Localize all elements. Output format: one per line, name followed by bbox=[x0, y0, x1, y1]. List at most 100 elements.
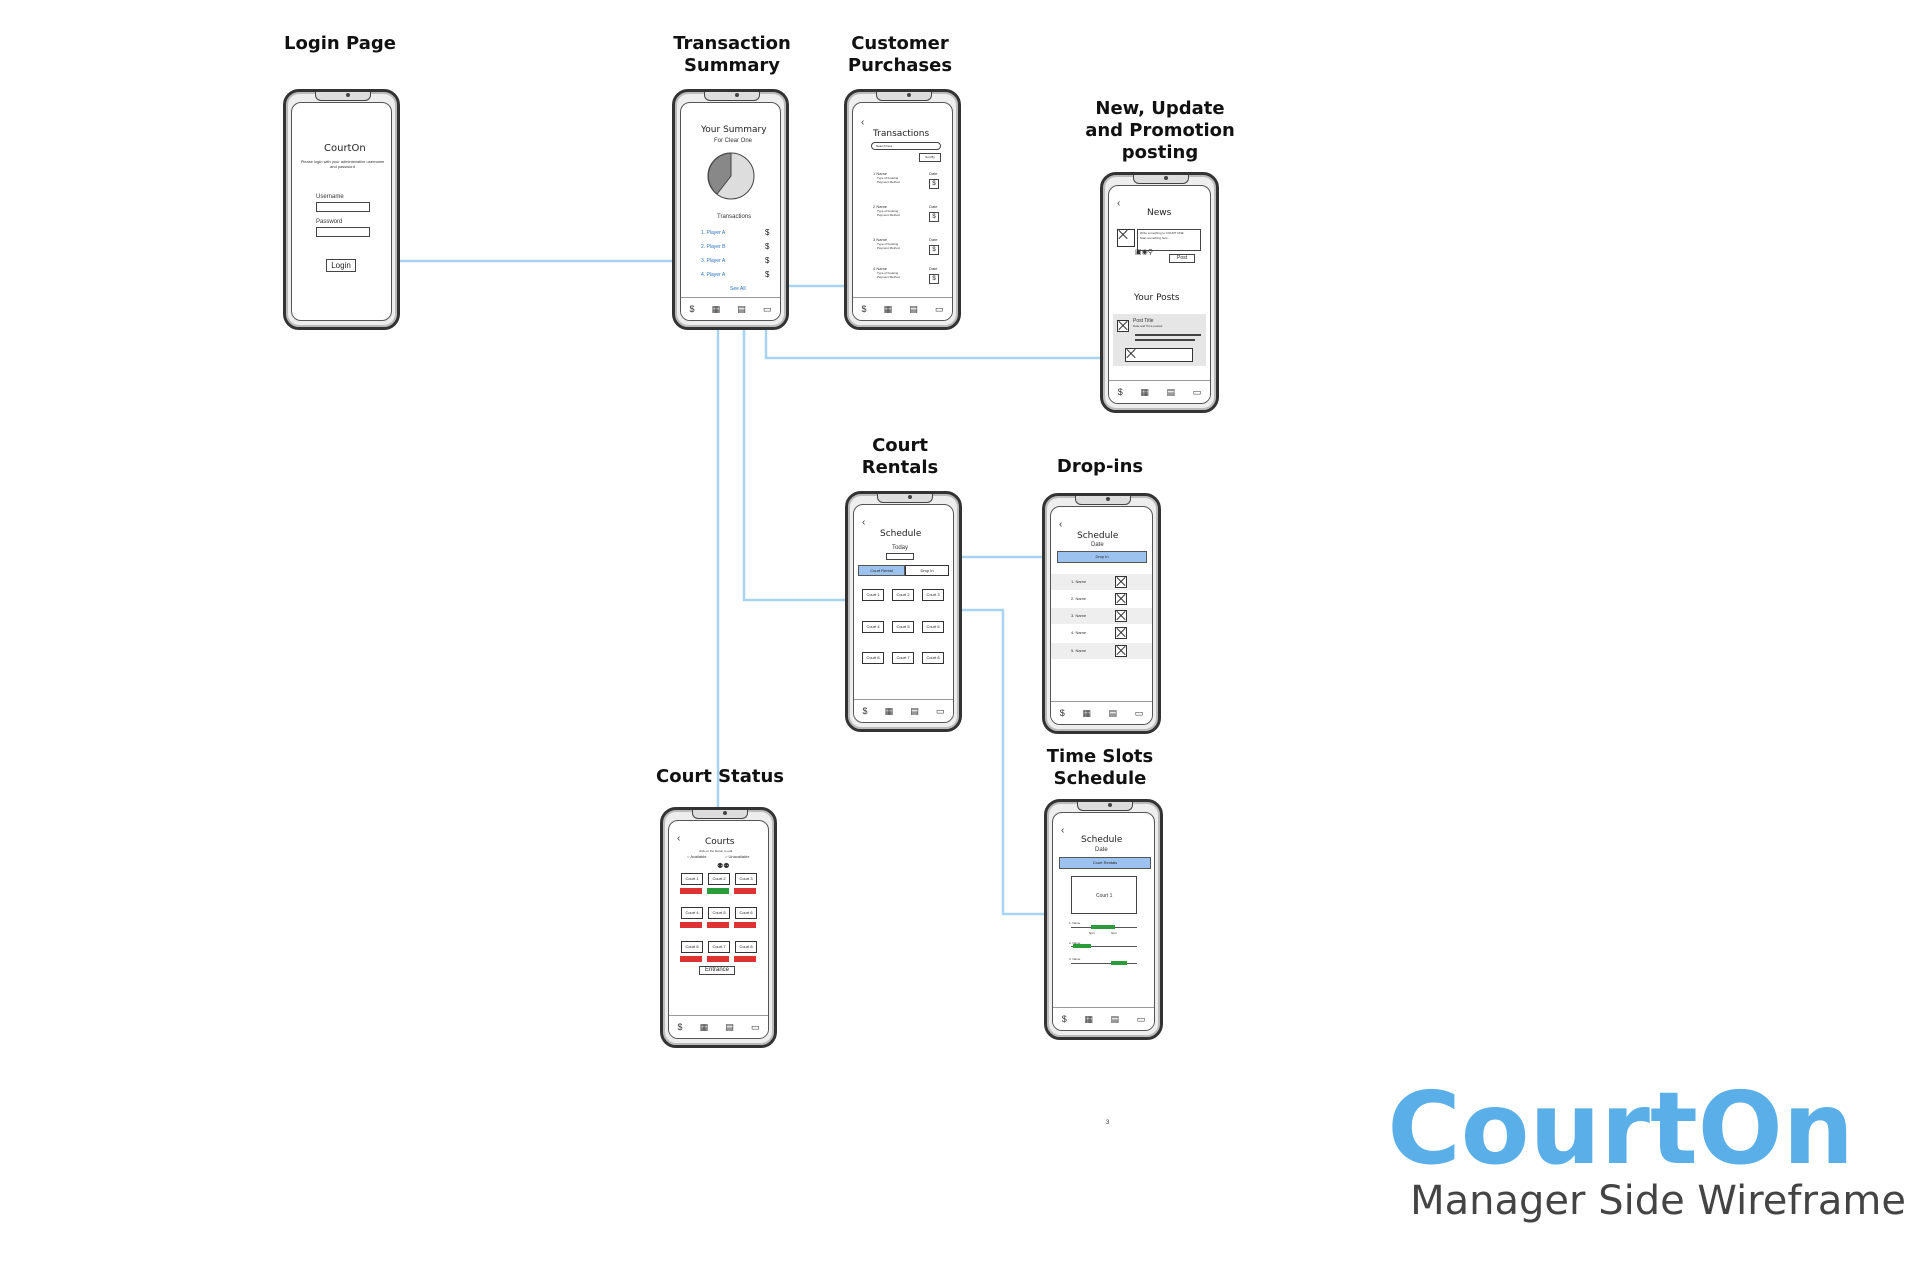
schedule-nav-icon[interactable]: ▤ bbox=[1110, 1013, 1120, 1024]
sort-by-button[interactable]: Sort By bbox=[919, 153, 941, 162]
title-login: Login Page bbox=[284, 33, 396, 54]
remove-icon[interactable] bbox=[1115, 593, 1127, 605]
court-button[interactable]: Court 6 bbox=[735, 907, 757, 919]
news-nav-icon[interactable]: ▭ bbox=[750, 1021, 760, 1032]
courts-nav-icon[interactable]: ▦ bbox=[1140, 386, 1149, 397]
court-button[interactable]: Court 5 bbox=[892, 621, 914, 633]
court-button[interactable]: Court 7 bbox=[892, 652, 914, 664]
status-bar-unavailable[interactable] bbox=[707, 922, 729, 928]
player-2[interactable]: 2. Player B bbox=[701, 244, 726, 250]
list-item[interactable]: 1. Name bbox=[1051, 574, 1152, 590]
phone-court-status: ‹ Courts click on the button to edit ○ A… bbox=[660, 807, 777, 1048]
court-button[interactable]: Court 8 bbox=[735, 941, 757, 953]
back-icon[interactable]: ‹ bbox=[677, 833, 681, 844]
player-4[interactable]: 4. Player A bbox=[701, 272, 726, 278]
schedule-nav-icon[interactable]: ▤ bbox=[1166, 386, 1176, 397]
summary-nav-icon[interactable]: $ bbox=[862, 706, 868, 716]
court-button[interactable]: Court 6 bbox=[681, 941, 703, 953]
summary-nav-icon[interactable]: $ bbox=[1059, 708, 1065, 718]
your-posts-heading: Your Posts bbox=[1134, 293, 1180, 303]
court-button[interactable]: Court 2 bbox=[708, 873, 730, 885]
courts-nav-icon[interactable]: ▦ bbox=[711, 303, 721, 314]
post-card[interactable]: Post Title Date and Time posted bbox=[1113, 314, 1206, 366]
news-nav-icon[interactable]: ▭ bbox=[1192, 386, 1202, 397]
schedule-nav-icon[interactable]: ▤ bbox=[909, 303, 918, 314]
username-field[interactable] bbox=[316, 202, 370, 212]
schedule-nav-icon[interactable]: ▤ bbox=[737, 303, 746, 314]
remove-icon[interactable] bbox=[1115, 627, 1127, 639]
court-button[interactable]: Court 1 bbox=[862, 589, 884, 601]
court-button[interactable]: Court 6 bbox=[862, 652, 884, 664]
slot-name: 2. Name bbox=[1069, 941, 1081, 945]
remove-icon[interactable] bbox=[1115, 645, 1127, 657]
entry-date: Date bbox=[929, 171, 938, 176]
court-button[interactable]: Court 6 bbox=[922, 621, 944, 633]
news-nav-icon[interactable]: ▭ bbox=[1134, 707, 1144, 718]
schedule-nav-icon[interactable]: ▤ bbox=[725, 1021, 734, 1032]
title-court-rentals: Court Rentals bbox=[861, 435, 939, 478]
entry-date: Date bbox=[929, 237, 938, 242]
court-button[interactable]: Court 3 bbox=[735, 873, 757, 885]
courts-nav-icon[interactable]: ▦ bbox=[1082, 707, 1091, 718]
summary-nav-icon[interactable]: $ bbox=[1061, 1014, 1067, 1024]
status-bar-unavailable[interactable] bbox=[707, 956, 729, 962]
date-picker[interactable] bbox=[886, 553, 914, 560]
courts-nav-icon[interactable]: ▦ bbox=[884, 705, 894, 716]
tab-drop-in[interactable]: Drop In bbox=[905, 565, 949, 576]
list-item[interactable]: 2. Name bbox=[1051, 591, 1152, 607]
status-bar-unavailable[interactable] bbox=[734, 956, 756, 962]
court-button[interactable]: Court 8 bbox=[922, 652, 944, 664]
court-button[interactable]: Court 5 bbox=[708, 907, 730, 919]
tab-drop-in[interactable]: Drop In bbox=[1057, 551, 1147, 563]
tab-court-rental[interactable]: Court Rental bbox=[858, 565, 905, 576]
status-bar-unavailable[interactable] bbox=[734, 888, 756, 894]
back-icon[interactable]: ‹ bbox=[861, 117, 865, 128]
news-nav-icon[interactable]: ▭ bbox=[762, 303, 772, 314]
news-nav-icon[interactable]: ▭ bbox=[935, 705, 945, 716]
status-bar-unavailable[interactable] bbox=[734, 922, 756, 928]
courts-nav-icon[interactable]: ▦ bbox=[699, 1021, 709, 1032]
tab-court-rentals[interactable]: Court Rentals bbox=[1059, 857, 1151, 869]
attach-icons[interactable]: ▣◉⚲ bbox=[1135, 249, 1153, 256]
courts-nav-icon[interactable]: ▦ bbox=[883, 303, 893, 314]
court-button[interactable]: Court 2 bbox=[892, 589, 914, 601]
news-nav-icon[interactable]: ▭ bbox=[934, 303, 944, 314]
rentals-heading: Schedule bbox=[880, 529, 922, 539]
remove-icon[interactable] bbox=[1115, 576, 1127, 588]
list-item[interactable]: 3. Name bbox=[1051, 608, 1152, 624]
list-item[interactable]: 4. Name bbox=[1051, 625, 1152, 641]
remove-icon[interactable] bbox=[1115, 610, 1127, 622]
court-button[interactable]: Court 1 bbox=[681, 873, 703, 885]
summary-nav-icon[interactable]: $ bbox=[677, 1022, 683, 1032]
back-icon[interactable]: ‹ bbox=[1117, 198, 1121, 209]
post-button[interactable]: Post bbox=[1169, 254, 1195, 263]
court-button[interactable]: Court 7 bbox=[708, 941, 730, 953]
courts-nav-icon[interactable]: ▦ bbox=[1084, 1013, 1093, 1024]
back-icon[interactable]: ‹ bbox=[862, 517, 866, 528]
status-bar-available[interactable] bbox=[707, 888, 729, 894]
status-bar-unavailable[interactable] bbox=[680, 922, 702, 928]
list-item[interactable]: 5. Name bbox=[1051, 643, 1152, 659]
court-button[interactable]: Court 4 bbox=[681, 907, 703, 919]
court-button[interactable]: Court 3 bbox=[922, 589, 944, 601]
back-icon[interactable]: ‹ bbox=[1061, 825, 1065, 836]
password-field[interactable] bbox=[316, 227, 370, 237]
login-button[interactable]: Login bbox=[326, 259, 356, 272]
search-input[interactable]: Search here bbox=[871, 142, 941, 150]
summary-nav-icon[interactable]: $ bbox=[689, 304, 695, 314]
court-card[interactable]: Court 1 bbox=[1071, 876, 1137, 914]
player-1[interactable]: 1. Player A bbox=[701, 230, 726, 236]
status-bar-unavailable[interactable] bbox=[680, 956, 702, 962]
status-bar-unavailable[interactable] bbox=[680, 888, 702, 894]
schedule-nav-icon[interactable]: ▤ bbox=[910, 705, 919, 716]
summary-nav-icon[interactable]: $ bbox=[861, 304, 867, 314]
brand-subtitle: Manager Side Wireframe bbox=[1410, 1178, 1906, 1224]
summary-nav-icon[interactable]: $ bbox=[1117, 387, 1123, 397]
court-button[interactable]: Court 4 bbox=[862, 621, 884, 633]
player-3[interactable]: 3. Player A bbox=[701, 258, 726, 264]
see-all-link[interactable]: See All bbox=[730, 286, 746, 292]
post-composer[interactable]: Write something to COURT ONE Start somet… bbox=[1137, 229, 1201, 251]
schedule-nav-icon[interactable]: ▤ bbox=[1108, 707, 1118, 718]
back-icon[interactable]: ‹ bbox=[1059, 519, 1063, 530]
news-nav-icon[interactable]: ▭ bbox=[1136, 1013, 1146, 1024]
